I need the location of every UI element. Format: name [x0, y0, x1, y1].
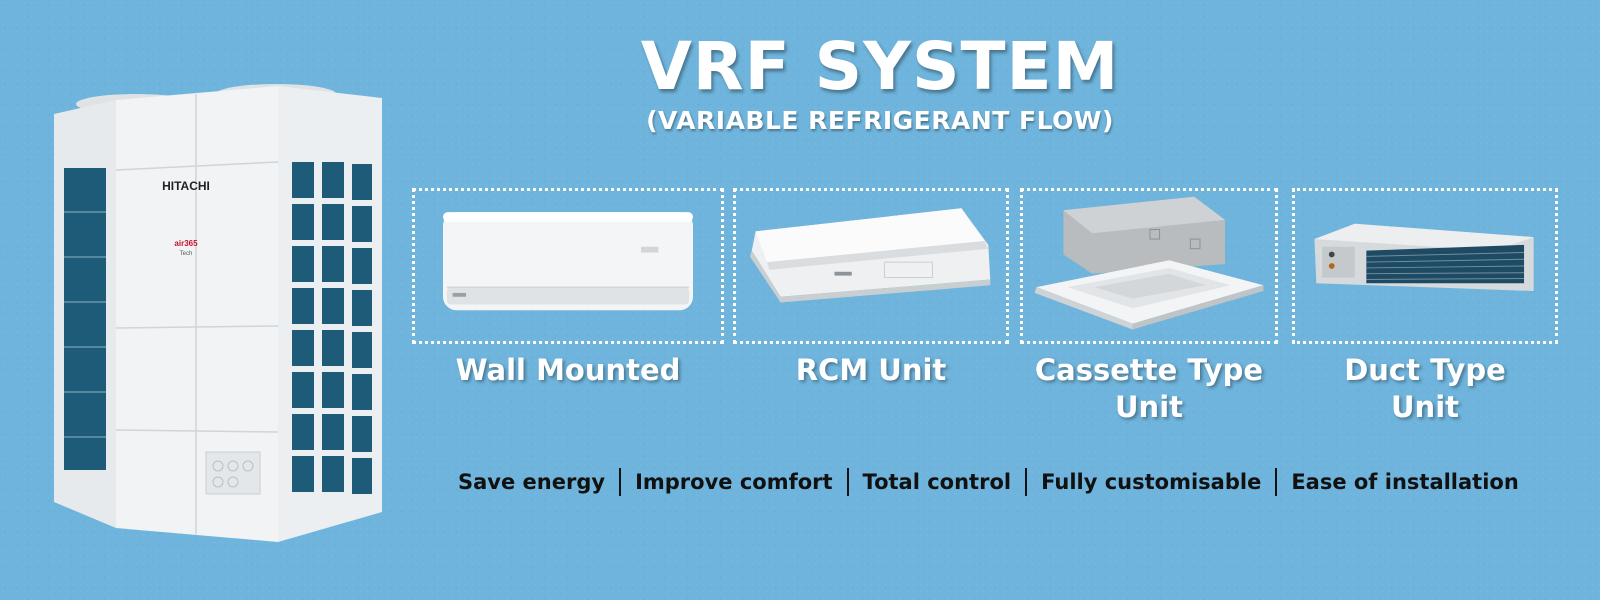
ceiling-mounted-unit-icon	[749, 208, 991, 303]
duct-unit-icon	[1314, 223, 1534, 291]
feature-total-control: Total control	[862, 470, 1012, 494]
feature-fully-customisable: Fully customisable	[1041, 470, 1262, 494]
outdoor-badge-label: air365	[174, 239, 198, 248]
page-subtitle: (VARIABLE REFRIGERANT FLOW)	[646, 106, 1114, 135]
outdoor-badge-sub-label: Tech	[180, 251, 193, 257]
outdoor-vrf-unit-image: HITACHI air365 Tech	[54, 84, 382, 542]
page-title: VRF SYSTEM	[640, 28, 1120, 105]
unit-panel-cassette	[1020, 188, 1278, 344]
unit-label-cassette: Cassette Type Unit	[1034, 353, 1264, 424]
unit-label-rcm: RCM Unit	[795, 353, 947, 387]
feature-separator	[846, 468, 849, 496]
unit-panel-rcm	[733, 188, 1009, 344]
unit-label-duct: Duct Type Unit	[1344, 353, 1506, 424]
unit-label-wall-mounted: Wall Mounted	[455, 353, 681, 387]
feature-separator	[619, 468, 622, 496]
feature-improve-comfort: Improve comfort	[635, 470, 833, 494]
outdoor-brand-label: HITACHI	[162, 179, 210, 193]
cassette-unit-icon	[1034, 196, 1264, 330]
feature-list: Save energy Improve comfort Total contro…	[458, 468, 1519, 496]
unit-panel-wall-mounted	[412, 188, 724, 344]
feature-separator	[1025, 468, 1028, 496]
feature-save-energy: Save energy	[458, 470, 606, 494]
feature-ease-of-installation: Ease of installation	[1291, 470, 1519, 494]
wall-mounted-unit-icon	[443, 212, 693, 311]
unit-panel-duct	[1292, 188, 1558, 344]
feature-separator	[1275, 468, 1278, 496]
